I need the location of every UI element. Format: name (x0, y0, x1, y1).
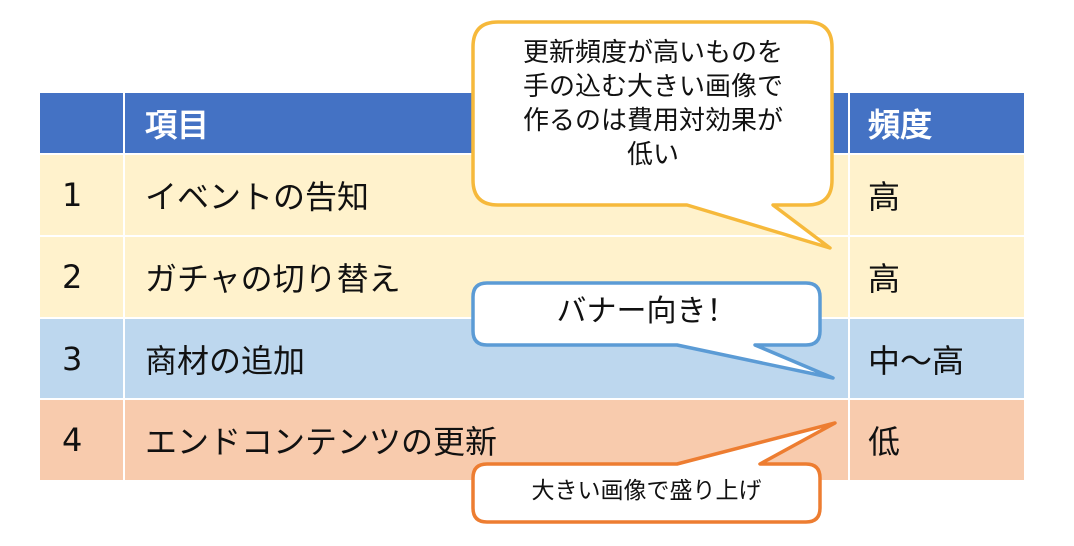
callout-banner-text: バナー向き！ (556, 294, 737, 329)
callout-line: 更新頻度が高いものを (522, 38, 783, 68)
callout-banner-bubble (471, 281, 835, 380)
row-1-number: 1 (40, 155, 123, 235)
callout-line: 手の込む大きい画像で (522, 72, 783, 102)
row-1-frequency: 高 (850, 155, 1024, 235)
row-2-number: 2 (40, 237, 123, 317)
header-frequency: 頻度 (850, 93, 1024, 153)
row-2-frequency: 高 (850, 237, 1024, 317)
callout-line: 作るのは費用対効果が (522, 106, 783, 136)
row-3-frequency: 中〜高 (850, 319, 1024, 398)
callout-big-image-bubble (471, 421, 837, 524)
header-number (40, 93, 123, 153)
callout-high-frequency-bubble (471, 20, 834, 250)
callout-high-frequency-text: 更新頻度が高いものを 手の込む大きい画像で 作るのは費用対効果が 低い (473, 36, 833, 172)
row-4-number: 4 (40, 400, 123, 480)
callout-big-image-text: 大きい画像で盛り上げ (531, 478, 762, 504)
row-4-frequency: 低 (850, 400, 1024, 480)
callout-line: 低い (626, 140, 679, 170)
row-3-number: 3 (40, 319, 123, 398)
